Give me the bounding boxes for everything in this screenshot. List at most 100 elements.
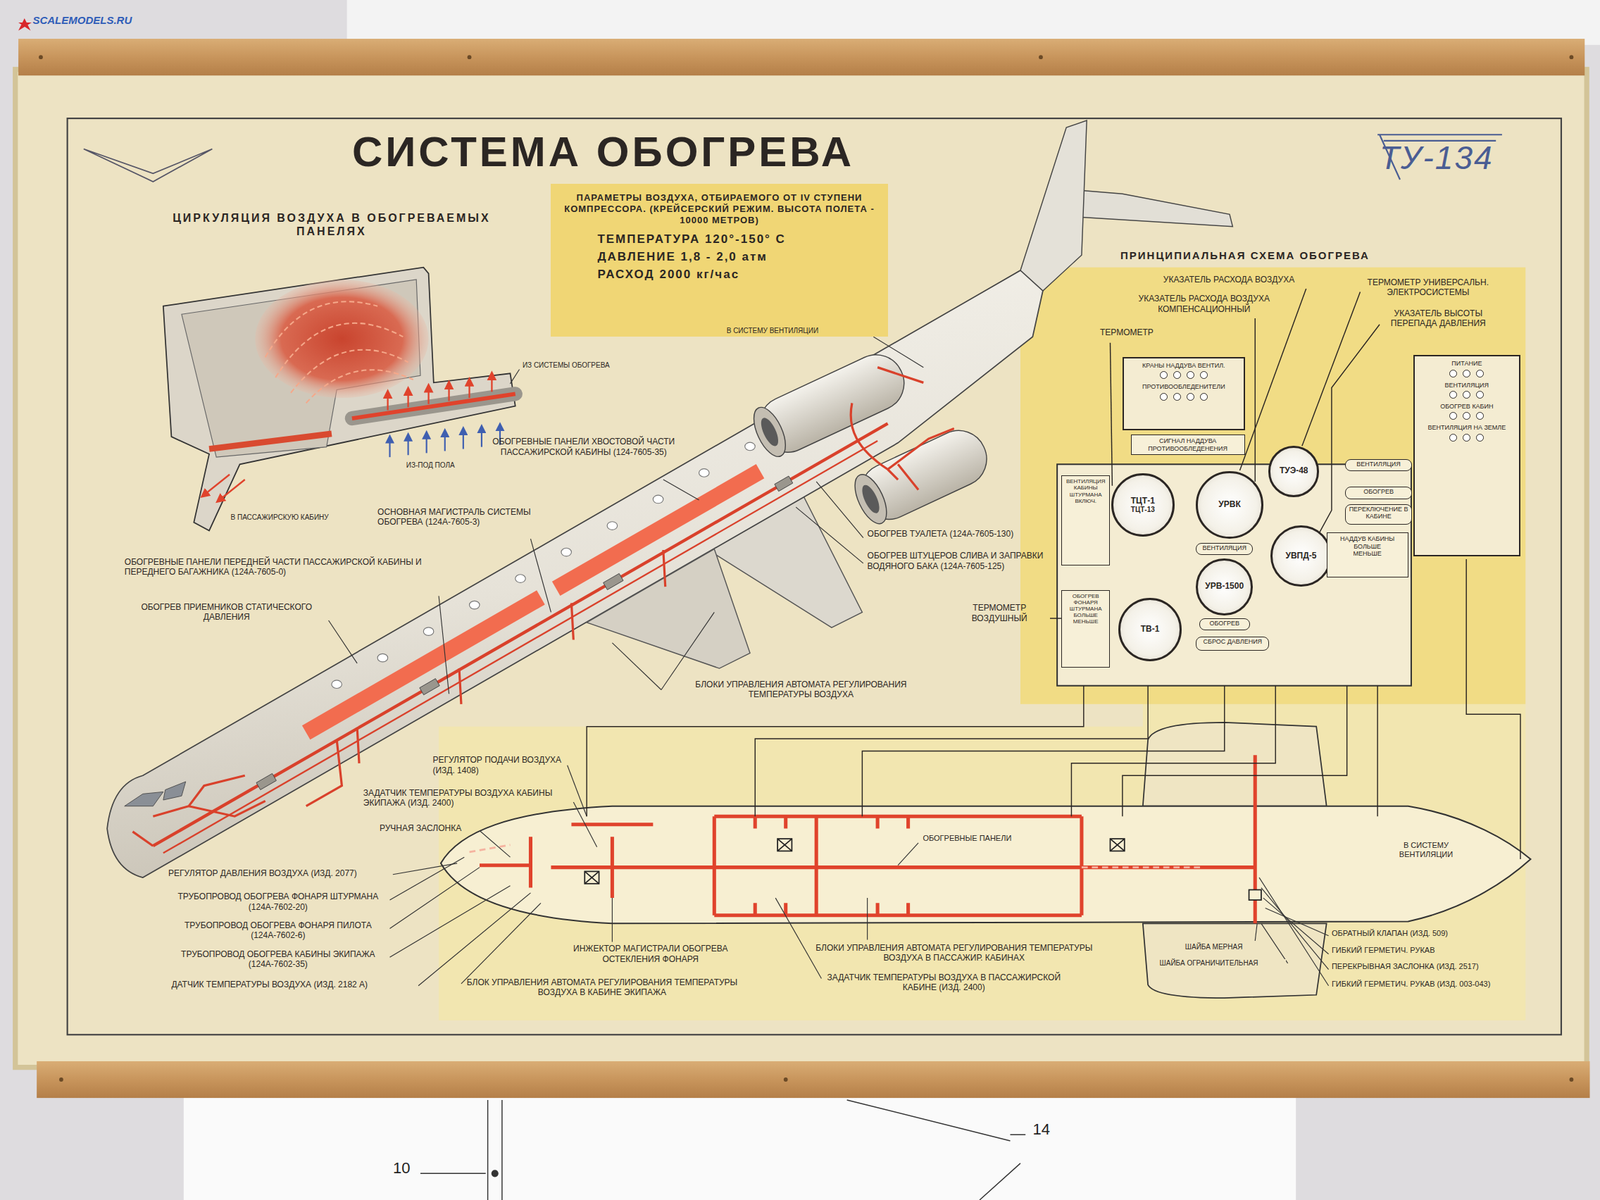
callout-label: РУЧНАЯ ЗАСЛОНКА [379,823,482,834]
parameter-box: ПАРАМЕТРЫ ВОЗДУХА, ОТБИРАЕМОГО ОТ IV СТУ… [550,183,888,337]
gauge-dial: УРВ-1500 [1195,558,1253,616]
callout-label: ТЕРМОМЕТР УНИВЕРСАЛЬН. ЭЛЕКТРОСИСТЕМЫ [1359,277,1498,298]
callout-label: ОБОГРЕВНЫЕ ПАНЕЛИ [921,833,1034,843]
signal-lamp-box: СИГНАЛ НАДДУВА ПРОТИВООБЛЕДЕНЕНИЯ [1130,434,1246,455]
indicator-lamp [1173,392,1181,401]
callout-label: ОБОГРЕВ ШТУЦЕРОВ СЛИВА И ЗАПРАВКИ ВОДЯНО… [867,550,1062,572]
callout-label: 14 [1032,1120,1074,1139]
gauge-dial: УРВК [1195,471,1264,539]
node-heading: СБРОС ДАВЛЕНИЯ [1198,638,1267,646]
callout-label: ТЕРМОМЕТР ВОЗДУШНЫЙ [950,602,1048,624]
node-text: ТЦТ-13 [1130,505,1155,515]
indicator-lamp [1462,390,1471,399]
callout-label: ТРУБОПРОВОД ОБОГРЕВА ФОНАРЯ ПИЛОТА (124А… [168,920,389,941]
node-heading: ПАРАМЕТРЫ ВОЗДУХА, ОТБИРАЕМОГО ОТ IV СТУ… [561,192,877,227]
callout-label: ОБОГРЕВНЫЕ ПАНЕЛИ ПЕРЕДНЕЙ ЧАСТИ ПАССАЖИ… [124,557,436,578]
node-text: ОБОГРЕВ КАБИН [1417,402,1517,410]
watermark: SCALEMODELS.RU [32,14,206,27]
switch-panel: ПИТАНИЕ ВЕНТИЛЯЦИЯ ОБОГРЕВ КАБИН ВЕНТИЛЯЦИЯ… [1413,354,1521,556]
indicator-lamp [1449,433,1458,442]
switch-label: ВЕНТИЛЯЦИЯ [1195,542,1253,555]
callout-label: В ПАССАЖИРСКУЮ КАБИНУ [230,513,384,522]
callout-label: ОБРАТНЫЙ КЛАПАН (ИЗД. 509) [1331,928,1552,939]
node-heading: СИГНАЛ НАДДУВА ПРОТИВООБЛЕДЕНЕНИЯ [1133,437,1243,453]
node-heading: ПИТАНИЕ [1417,359,1517,367]
control-box: НАДДУВ КАБИНЫБОЛЬШЕМЕНЬШЕ [1326,532,1409,578]
callout-label: БЛОКИ УПРАВЛЕНИЯ АВТОМАТА РЕГУЛИРОВАНИЯ … [811,942,1098,964]
switch-label: ОБОГРЕВ [1345,486,1413,499]
switch-label: ПЕРЕКЛЮЧЕНИЕ В КАБИНЕ [1345,504,1413,525]
callout-label: ДАТЧИК ТЕМПЕРАТУРЫ ВОЗДУХА (ИЗД. 2182 А) [171,979,417,990]
lamp-row [1126,392,1241,401]
indicator-lamp [1159,392,1168,401]
poster-title: СИСТЕМА ОБОГРЕВА [352,128,855,176]
node-text: БОЛЬШЕ [1063,611,1109,619]
node-text: МЕНЬШЕ [1063,618,1109,625]
lamp-row [1417,369,1517,378]
indicator-lamp [1476,369,1484,378]
node-heading: УРВ-1500 [1204,581,1244,592]
node-heading: ПЕРЕКЛЮЧЕНИЕ В КАБИНЕ [1347,505,1410,521]
control-box: ВЕНТИЛЯЦИЯ КАБИНЫ ШТУРМАНАВКЛЮЧ. [1061,475,1111,566]
callout-label: УКАЗАТЕЛЬ РАСХОДА ВОЗДУХА [1163,274,1327,285]
node-text: ВКЛЮЧ. [1063,497,1109,505]
indicator-lamp [1476,390,1484,399]
callout-label: ОБОГРЕВ ТУАЛЕТА (124А-7605-130) [867,528,1062,539]
callout-label: ОБОГРЕВ ПРИЕМНИКОВ СТАТИЧЕСКОГО ДАВЛЕНИЯ [124,602,329,623]
node-heading: УРВК [1218,500,1241,510]
callout-label: ИЗ СИСТЕМЫ ОБОГРЕВА [522,361,646,370]
lamp-row [1126,371,1241,379]
node-heading: ТВ-1 [1140,624,1160,635]
node-heading: ВЕНТИЛЯЦИЯ [1347,460,1410,468]
node-heading: КРАНЫ НАДДУВА ВЕНТИЛ. [1126,361,1241,370]
node-heading: ВЕНТИЛЯЦИЯ [1198,544,1250,552]
switch-label: ОБОГРЕВ [1199,618,1250,631]
gauge-dial: ТУЭ-48 [1268,445,1320,497]
callout-label: ШАЙБА МЕРНАЯ [1183,942,1266,952]
indicator-lamp [1462,369,1471,378]
indicator-lamp [1186,392,1195,401]
callout-label: ТЕРМОМЕТР [1100,327,1182,338]
node-heading: ОБОГРЕВ [1202,619,1248,627]
indicator-lamp [1449,390,1458,399]
switch-label: СБРОС ДАВЛЕНИЯ [1195,636,1270,651]
callout-label: УКАЗАТЕЛЬ ВЫСОТЫ ПЕРЕПАДА ДАВЛЕНИЯ [1379,308,1498,329]
node-text: БОЛЬШЕ [1329,542,1406,550]
node-heading: ТУЭ-48 [1279,466,1309,477]
lamp-row [1417,433,1517,442]
callout-label: ОБОГРЕВНЫЕ ПАНЕЛИ ХВОСТОВОЙ ЧАСТИ ПАССАЖ… [488,436,680,458]
node-text: ТЕМПЕРАТУРА 120°-150° С [561,232,877,247]
indicator-lamp [1462,411,1471,420]
node-text: ВЕНТИЛЯЦИЯ НА ЗЕМЛЕ [1417,423,1517,431]
callout-label: БЛОК УПРАВЛЕНИЯ АВТОМАТА РЕГУЛИРОВАНИЯ Т… [449,977,756,998]
callout-label: ОСНОВНАЯ МАГИСТРАЛЬ СИСТЕМЫ ОБОГРЕВА (12… [377,507,546,528]
callout-label: ПЕРЕКРЫВНАЯ ЗАСЛОНКА (ИЗД. 2517) [1331,961,1552,972]
callout-label: ГИБКИЙ ГЕРМЕТИЧ. РУКАВ (ИЗД. 003-043) [1331,979,1552,989]
indicator-lamp [1462,433,1471,442]
callout-label: ГИБКИЙ ГЕРМЕТИЧ. РУКАВ [1331,945,1552,955]
callout-label: В СИСТЕМУ ВЕНТИЛЯЦИИ [726,326,870,336]
node-heading: ВЕНТИЛЯЦИЯ КАБИНЫ ШТУРМАНА [1063,478,1109,498]
node-heading: НАДДУВ КАБИНЫ [1329,535,1406,543]
callout-label: ЦИРКУЛЯЦИЯ ВОЗДУХА В ОБОГРЕВАЕМЫХ ПАНЕЛЯ… [138,211,527,239]
switch-panel: КРАНЫ НАДДУВА ВЕНТИЛ.ПРОТИВООБЛЕДЕНИТЕЛИ [1122,357,1246,431]
node-text: РАСХОД 2000 кг/час [561,267,877,282]
gauge-dial: УВПД-5 [1270,525,1332,587]
node-text: ДАВЛЕНИЕ 1,8 - 2,0 атм [561,250,877,265]
callout-label: В СИСТЕМУ ВЕНТИЛЯЦИИ [1382,840,1470,860]
indicator-lamp [1449,369,1458,378]
callout-label: ПРИНЦИПИАЛЬНАЯ СХЕМА ОБОГРЕВА [1120,249,1427,262]
node-text: ВЕНТИЛЯЦИЯ [1417,381,1517,389]
callout-label: УКАЗАТЕЛЬ РАСХОДА ВОЗДУХА КОМПЕНСАЦИОННЫ… [1122,293,1286,315]
callout-label: ИЗ-ПОД ПОЛА [406,461,498,470]
gauge-dial: ТВ-1 [1118,597,1182,662]
callout-label: ШАЙБА ОГРАНИЧИТЕЛЬНАЯ [1158,959,1286,968]
switch-label: ВЕНТИЛЯЦИЯ [1345,459,1413,472]
node-heading: ОБОГРЕВ ФОНАРЯ ШТУРМАНА [1063,592,1109,613]
logo-text: ТУ-134 [1379,138,1523,178]
node-text: МЕНЬШЕ [1329,550,1406,558]
lamp-row [1417,390,1517,399]
callout-label: РЕГУЛЯТОР ПОДАЧИ ВОЗДУХА (ИЗД. 1408) [432,754,565,776]
indicator-lamp [1476,433,1484,442]
